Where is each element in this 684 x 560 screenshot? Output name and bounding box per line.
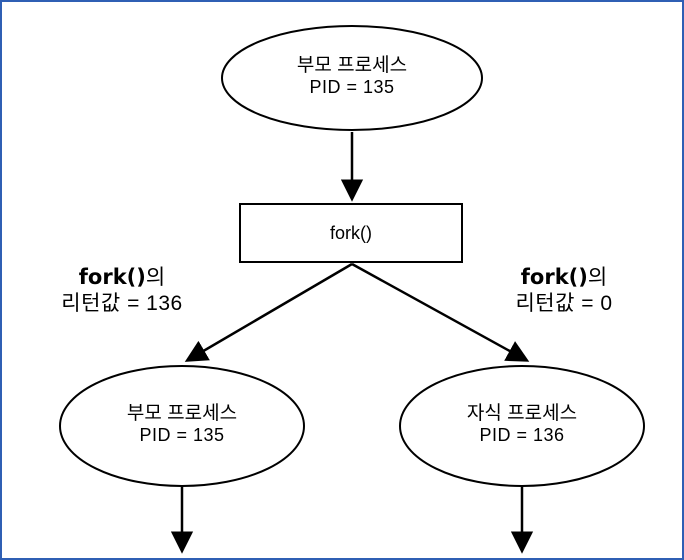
edge-fork-to-parent [184,262,353,362]
node-fork-box-shape [239,203,463,263]
node-child-bottom-shape [399,365,645,487]
node-parent-top-shape [221,25,483,131]
edge-fork-to-child [351,262,530,362]
node-parent-bottom-shape [59,365,305,487]
